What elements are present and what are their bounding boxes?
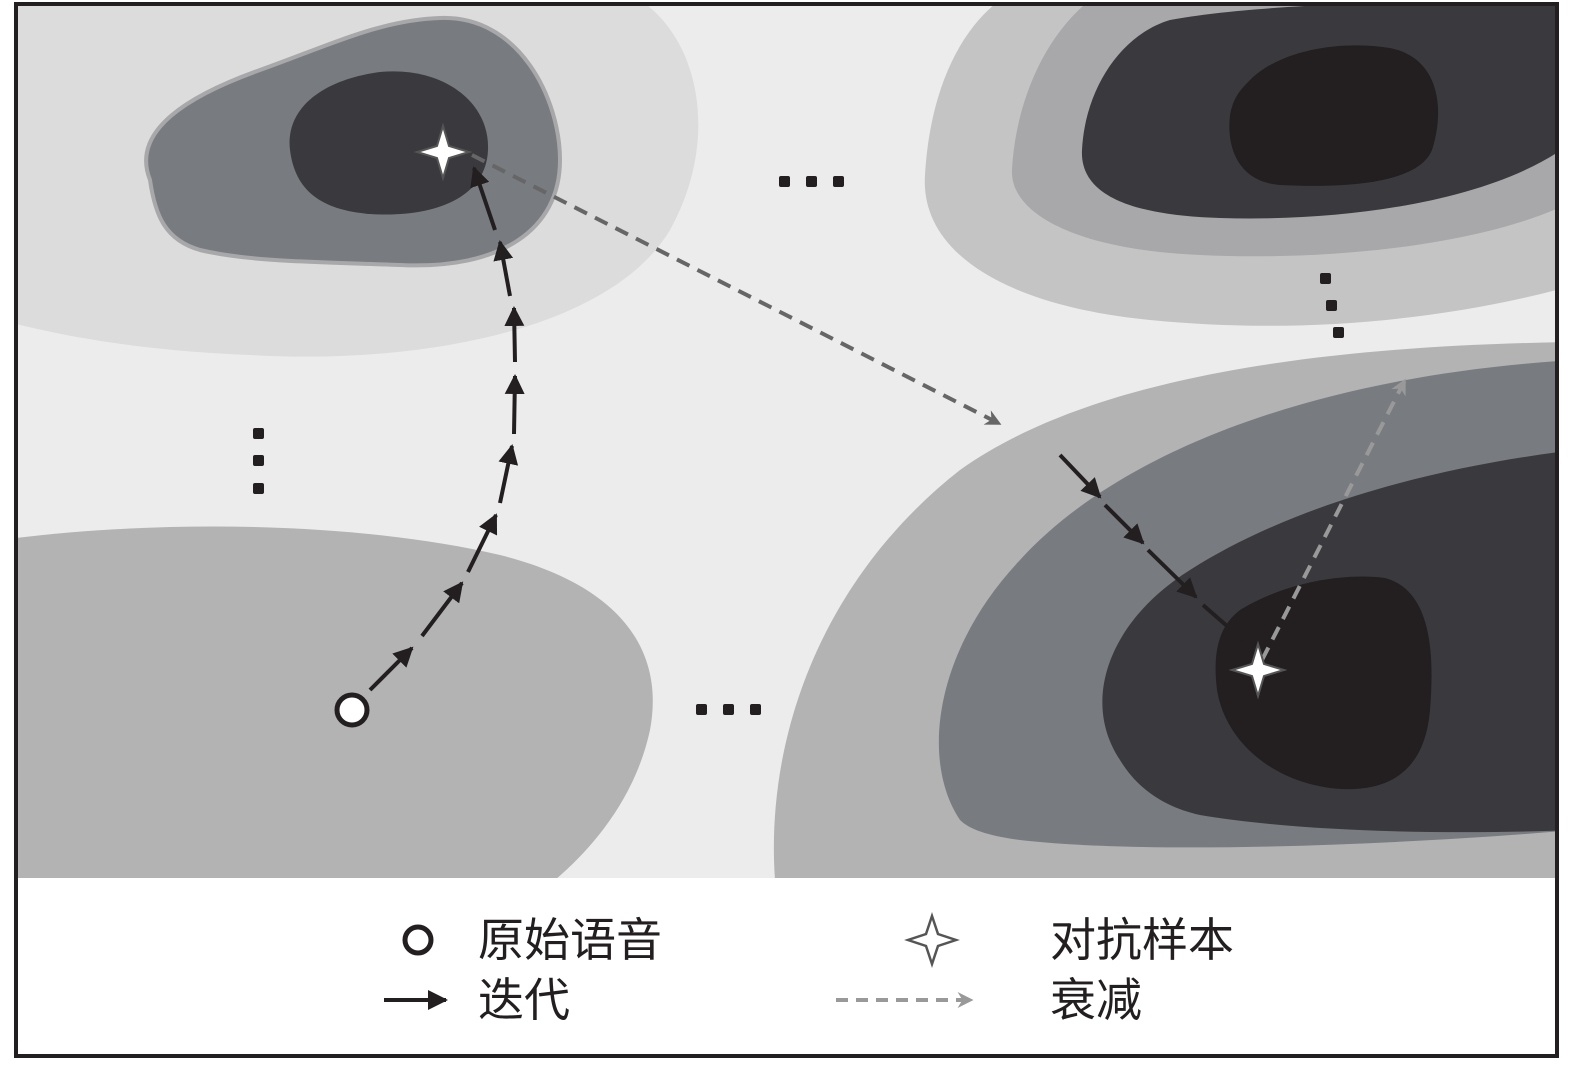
original-speech-point: [334, 692, 370, 728]
legend-iteration: 迭代: [478, 973, 570, 1027]
adversarial-star-1: [413, 122, 473, 182]
ellipsis-vertical-left: [253, 428, 264, 494]
decay-arrow-right: [1260, 378, 1407, 661]
ellipsis-vertical-right: [1320, 273, 1344, 338]
ellipsis-bottom: [696, 704, 761, 715]
contour-map: [16, 4, 1557, 878]
adversarial-star-2: [1228, 640, 1288, 700]
legend-circle-icon: [402, 924, 434, 956]
legend-decay: 衰减: [1050, 973, 1142, 1027]
iteration-path-right: [1058, 453, 1245, 642]
contour-bottomright-darkest: [1215, 576, 1432, 790]
ellipsis-top: [779, 176, 844, 187]
legend-adversarial-example: 对抗样本: [1050, 913, 1234, 967]
legend-star-icon: [904, 912, 960, 968]
iteration-path-left: [368, 166, 525, 692]
legend: 原始语音 迭代 对抗样本 衰减: [384, 912, 1234, 1027]
legend-original-speech: 原始语音: [478, 913, 662, 967]
contour-bottomleft: [16, 526, 653, 878]
contour-topleft-inner: [289, 71, 489, 215]
frame-border: [14, 2, 1559, 1058]
decay-arrow-top: [471, 153, 1002, 426]
contour-topright-darkest: [1229, 45, 1439, 186]
